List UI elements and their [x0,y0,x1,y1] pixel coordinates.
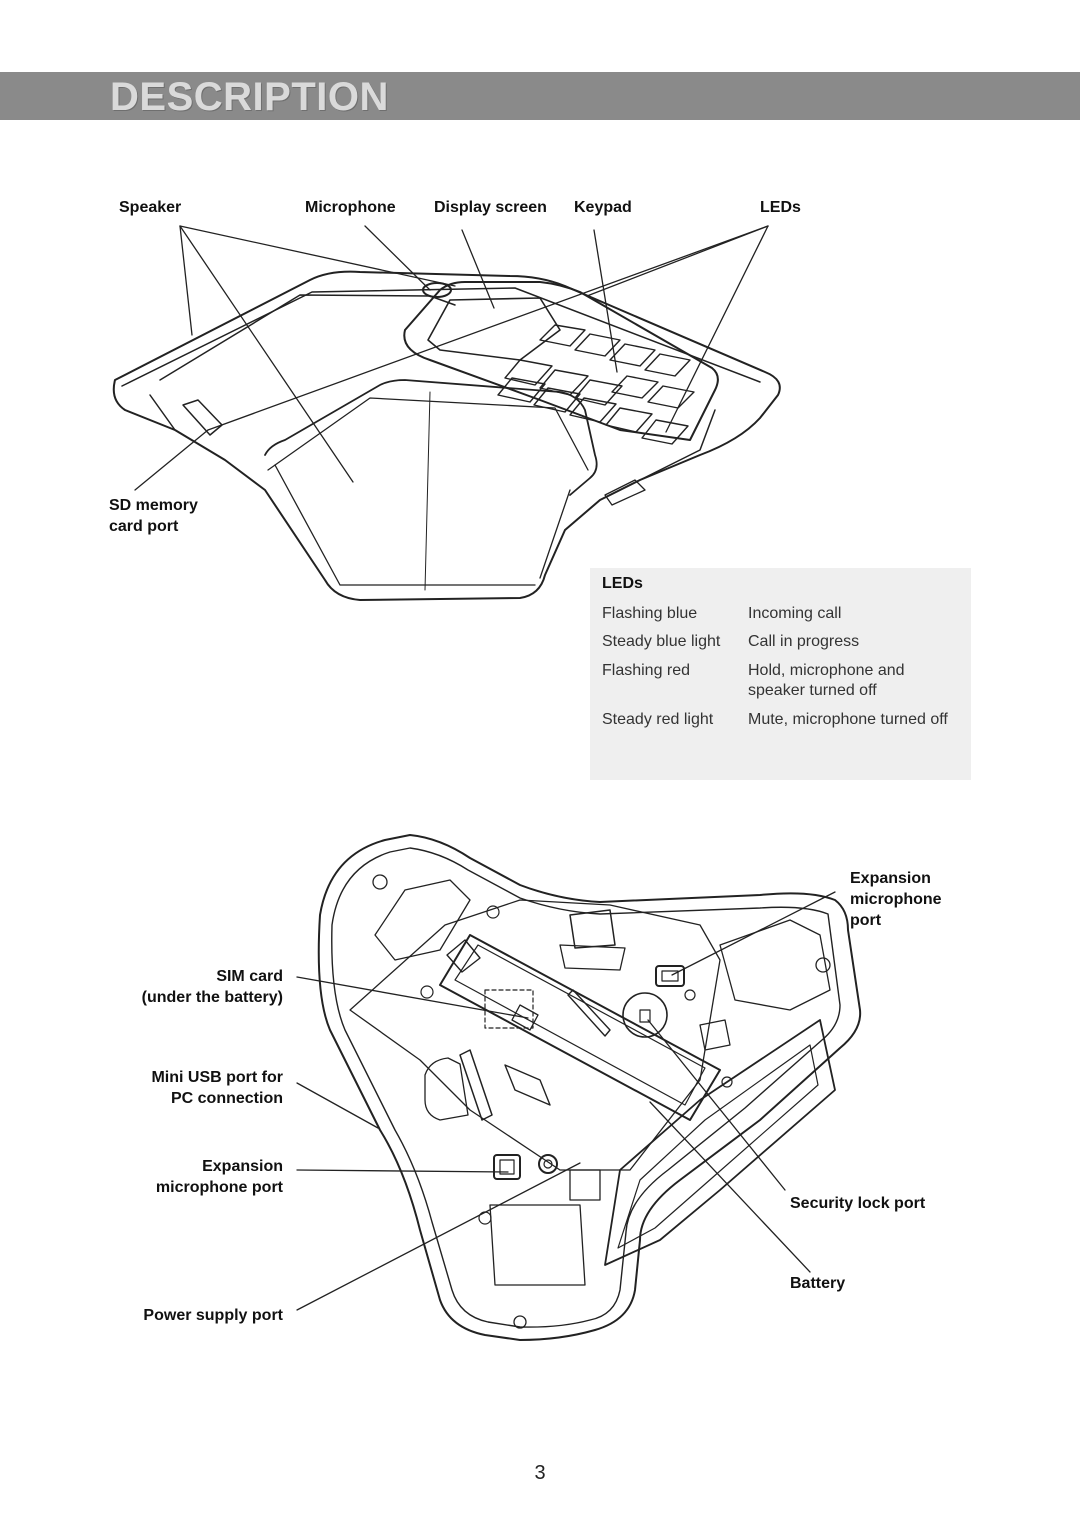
led-row: Steady blue light Call in progress [602,632,962,654]
led-meaning: Mute, microphone turned off [748,711,948,728]
label-usb-line2: PC connection [170,1090,283,1107]
led-state: Steady red light [602,711,714,728]
label-sd-line2: card port [109,518,179,535]
label-sim-line2: (under the battery) [141,989,283,1006]
label-leds: LEDs [760,199,801,216]
section-header-bar [0,72,1080,120]
label-usb-line1: Mini USB port for [151,1069,283,1086]
label-power-supply-port: Power supply port [143,1307,283,1324]
led-legend-title: LEDs [602,575,643,592]
label-exp-left-line2: microphone port [155,1179,283,1196]
led-state: Flashing red [602,662,691,679]
led-legend-box: LEDs Flashing blue Incoming call Steady … [590,568,971,780]
led-row: Flashing blue Incoming call [602,604,962,626]
led-row: Flashing red Hold, microphone and speake… [602,661,962,703]
led-state: Flashing blue [602,605,698,622]
label-exp-right-line1: Expansion [850,870,931,887]
led-meaning: Call in progress [748,633,860,650]
label-microphone: Microphone [305,199,396,216]
label-speaker: Speaker [119,199,182,216]
phone-bottom-view [317,834,862,1341]
led-meaning: Hold, microphone and speaker turned off [748,662,905,699]
label-sd-line1: SD memory [109,497,198,514]
led-meaning: Incoming call [748,605,842,622]
led-state: Steady blue light [602,633,721,650]
label-exp-right-line2: microphone [850,891,942,908]
section-title: DESCRIPTION [110,75,389,119]
phone-top-view [112,270,781,601]
led-row: Steady red light Mute, microphone turned… [602,710,962,752]
label-sim-line1: SIM card [216,968,283,985]
label-exp-left-line1: Expansion [202,1158,283,1175]
label-exp-right-line3: port [850,912,882,929]
page-number: 3 [534,1462,546,1484]
top-leader-lines [134,225,769,491]
bottom-leader-lines [296,891,836,1311]
label-battery: Battery [790,1275,846,1292]
label-display-screen: Display screen [434,199,547,216]
label-security-lock-port: Security lock port [790,1195,926,1212]
label-keypad: Keypad [574,199,632,216]
